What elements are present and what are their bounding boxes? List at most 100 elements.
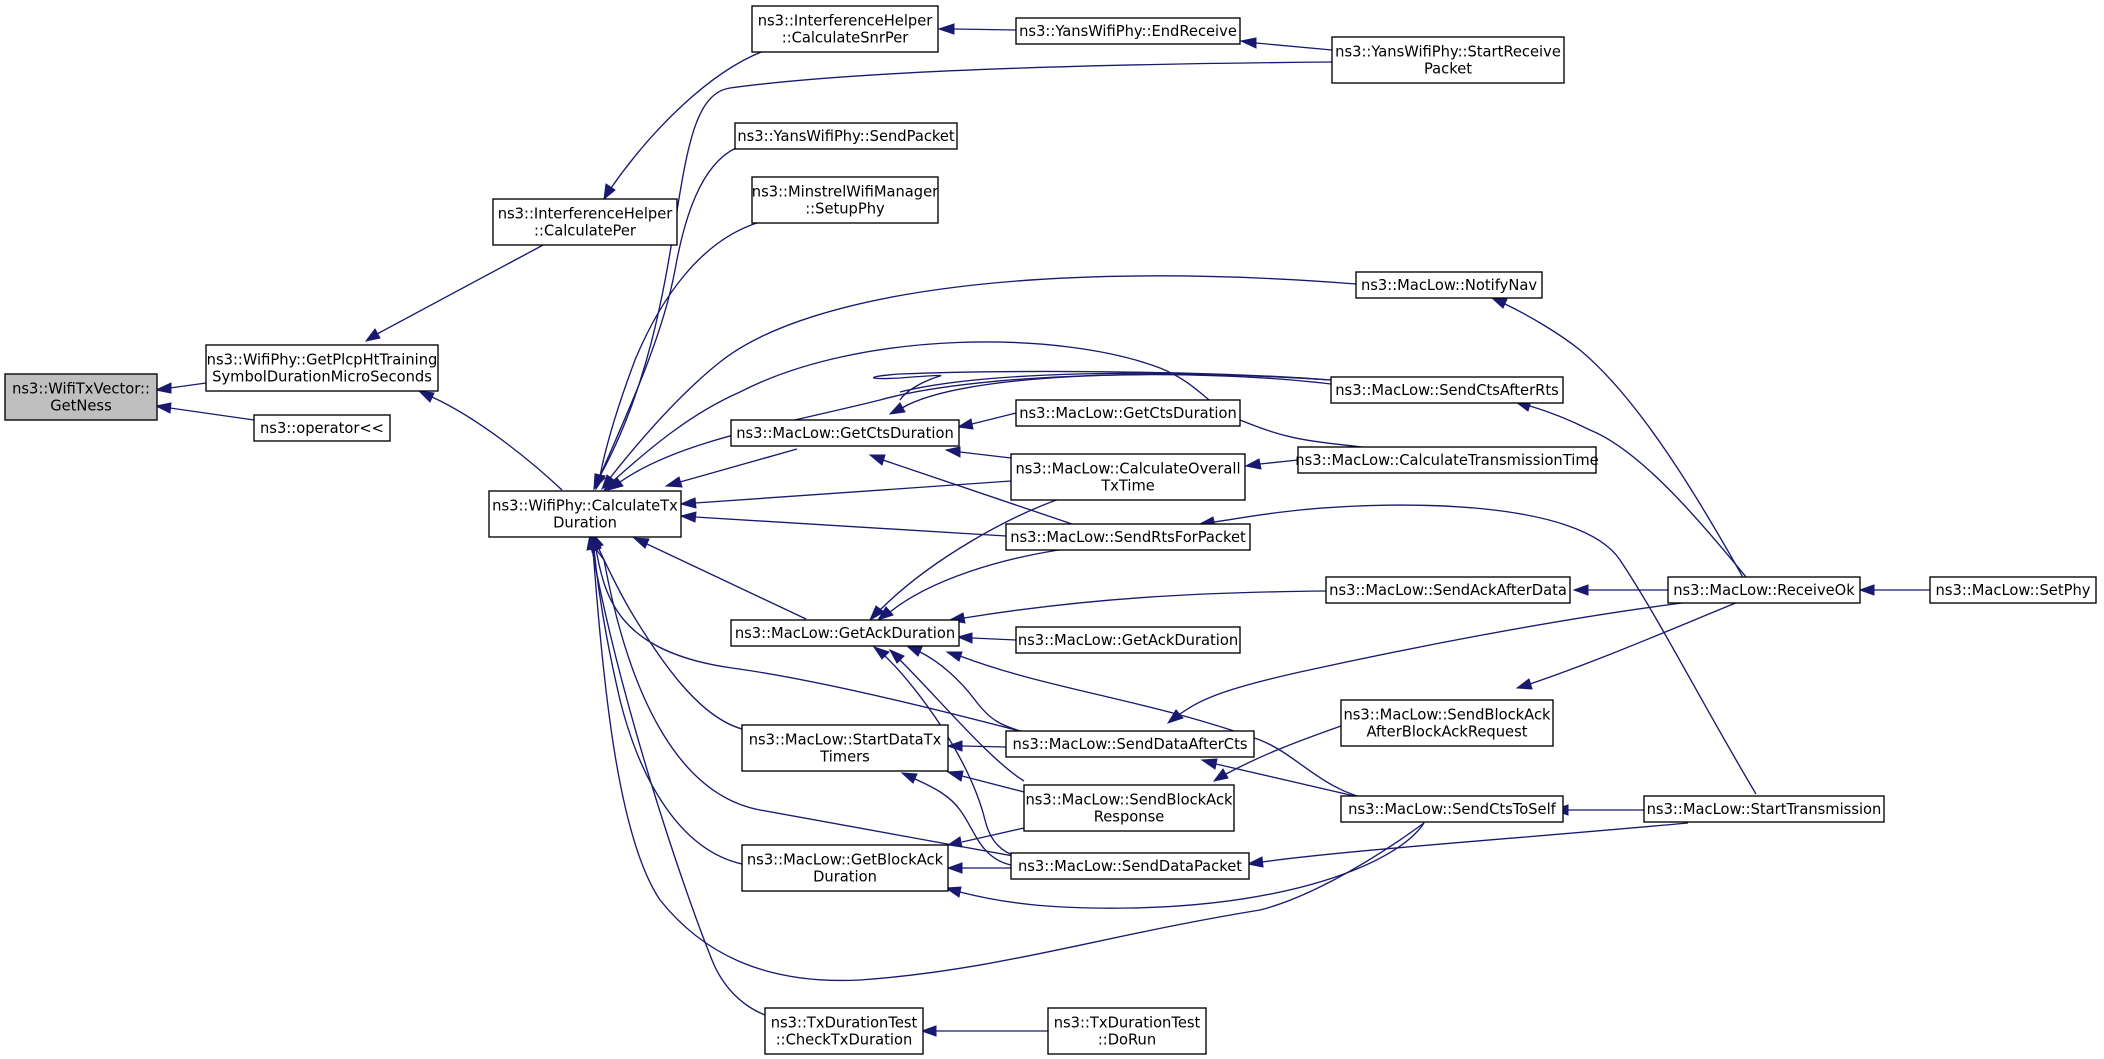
node-n15[interactable]: ns3::MacLow::CalculateTransmissionTime bbox=[1295, 446, 1599, 474]
node-n8[interactable]: ns3::YansWifiPhy::SendPacket bbox=[734, 122, 958, 150]
edge-n2-n0 bbox=[169, 407, 255, 421]
node-box-n31[interactable] bbox=[1047, 1007, 1207, 1055]
arrowhead-n26-n28 bbox=[944, 886, 962, 898]
node-box-n16[interactable] bbox=[1005, 523, 1251, 551]
edge-n24-n4 bbox=[595, 548, 1032, 735]
node-n21[interactable]: ns3::MacLow::GetAckDuration bbox=[1015, 626, 1241, 654]
node-label-n30-line1: ::CheckTxDuration bbox=[776, 1032, 913, 1049]
node-box-n17[interactable] bbox=[1325, 576, 1571, 604]
node-box-n24[interactable] bbox=[1005, 730, 1255, 758]
arrowhead-n10-n18 bbox=[1490, 297, 1508, 309]
arrowhead-n29-n20 bbox=[872, 646, 890, 660]
edge-n10-n18 bbox=[1504, 303, 1751, 591]
arrowhead-n16-n12 bbox=[868, 454, 886, 466]
arrowhead-n25-n23 bbox=[946, 770, 964, 782]
edge-n29-n27 bbox=[1261, 822, 1689, 863]
node-box-n25[interactable] bbox=[1023, 784, 1235, 832]
node-n22[interactable]: ns3::MacLow::SendBlockAckAfterBlockAckRe… bbox=[1340, 699, 1554, 747]
node-n19[interactable]: ns3::MacLow::SetPhy bbox=[1929, 576, 2097, 604]
node-n13[interactable]: ns3::MacLow::GetCtsDuration bbox=[1015, 399, 1241, 427]
edge-n11-n18 bbox=[1529, 405, 1756, 589]
node-n10[interactable]: ns3::MacLow::NotifyNav bbox=[1355, 271, 1543, 299]
node-box-n19[interactable] bbox=[1929, 576, 2097, 604]
node-n17[interactable]: ns3::MacLow::SendAckAfterData bbox=[1325, 576, 1571, 604]
node-n31[interactable]: ns3::TxDurationTest::DoRun bbox=[1047, 1007, 1207, 1055]
node-n27[interactable]: ns3::MacLow::StartTransmission bbox=[1643, 795, 1885, 823]
node-box-n0[interactable] bbox=[4, 373, 158, 421]
node-box-n29[interactable] bbox=[1010, 852, 1250, 880]
node-n6[interactable]: ns3::YansWifiPhy::EndReceive bbox=[1015, 17, 1241, 45]
node-box-n8[interactable] bbox=[734, 122, 958, 150]
node-n0[interactable]: ns3::WifiTxVector::GetNess bbox=[4, 373, 158, 421]
node-box-n15[interactable] bbox=[1297, 446, 1597, 474]
node-box-n21[interactable] bbox=[1015, 626, 1241, 654]
node-box-n6[interactable] bbox=[1015, 17, 1241, 45]
node-n3[interactable]: ns3::InterferenceHelper::CalculatePer bbox=[492, 198, 678, 246]
arrowhead-n5-n3 bbox=[603, 183, 616, 201]
node-label-n31-line1: ::DoRun bbox=[1098, 1032, 1156, 1049]
node-label-n14-line1: TxTime bbox=[1100, 478, 1155, 495]
node-n9[interactable]: ns3::MinstrelWifiManager::SetupPhy bbox=[751, 176, 939, 224]
edge-n21-n20 bbox=[971, 637, 1017, 641]
node-box-n9[interactable] bbox=[751, 176, 939, 224]
node-box-n2[interactable] bbox=[253, 414, 391, 442]
node-box-n22[interactable] bbox=[1340, 699, 1554, 747]
node-box-n30[interactable] bbox=[764, 1007, 924, 1055]
node-n16[interactable]: ns3::MacLow::SendRtsForPacket bbox=[1005, 523, 1251, 551]
node-n1[interactable]: ns3::WifiPhy::GetPlcpHtTrainingSymbolDur… bbox=[205, 344, 439, 392]
node-n30[interactable]: ns3::TxDurationTest::CheckTxDuration bbox=[764, 1007, 924, 1055]
node-box-n11[interactable] bbox=[1330, 376, 1564, 404]
node-n20[interactable]: ns3::MacLow::GetAckDuration bbox=[730, 619, 960, 647]
node-box-n27[interactable] bbox=[1643, 795, 1885, 823]
node-n5[interactable]: ns3::InterferenceHelper::CalculateSnrPer bbox=[751, 5, 939, 53]
node-label-n20-line0: ns3::MacLow::GetAckDuration bbox=[735, 625, 955, 642]
node-n18[interactable]: ns3::MacLow::ReceiveOk bbox=[1667, 576, 1861, 604]
edge-n24-n20 bbox=[919, 651, 1032, 735]
node-box-n10[interactable] bbox=[1355, 271, 1543, 299]
arrowhead-n15-n4 bbox=[602, 476, 618, 493]
edge-n26-n24 bbox=[1215, 763, 1377, 802]
arrowhead-n16-n20 bbox=[876, 606, 894, 621]
node-box-n20[interactable] bbox=[730, 619, 960, 647]
node-box-n26[interactable] bbox=[1340, 795, 1564, 823]
edge-n20-n4 bbox=[646, 543, 807, 620]
node-box-n3[interactable] bbox=[492, 198, 678, 246]
arrowhead-n29-n28 bbox=[946, 862, 963, 874]
arrowhead-n24-n20 bbox=[905, 645, 923, 657]
node-n11[interactable]: ns3::MacLow::SendCtsAfterRts bbox=[1330, 376, 1564, 404]
node-box-n12[interactable] bbox=[730, 419, 960, 447]
node-label-n31-line0: ns3::TxDurationTest bbox=[1054, 1015, 1201, 1032]
node-label-n10-line0: ns3::MacLow::NotifyNav bbox=[1361, 277, 1537, 294]
edge-n8-n4 bbox=[599, 147, 737, 477]
node-box-n7[interactable] bbox=[1331, 36, 1565, 84]
node-box-n14[interactable] bbox=[1010, 453, 1246, 501]
arrowhead-n12-n4 bbox=[664, 476, 683, 488]
node-n29[interactable]: ns3::MacLow::SendDataPacket bbox=[1010, 852, 1250, 880]
node-label-n13-line0: ns3::MacLow::GetCtsDuration bbox=[1019, 405, 1237, 422]
edge-n5-n3 bbox=[610, 47, 773, 189]
arrowhead-n3-n1 bbox=[364, 328, 381, 342]
node-box-n4[interactable] bbox=[488, 490, 682, 538]
node-n12[interactable]: ns3::MacLow::GetCtsDuration bbox=[730, 419, 960, 447]
node-box-n23[interactable] bbox=[741, 724, 949, 772]
node-box-n18[interactable] bbox=[1667, 576, 1861, 604]
node-box-n5[interactable] bbox=[751, 5, 939, 53]
arrowhead-n13-n12 bbox=[956, 418, 974, 430]
node-box-n13[interactable] bbox=[1015, 399, 1241, 427]
edge-n23-n4 bbox=[597, 546, 747, 731]
node-n24[interactable]: ns3::MacLow::SendDataAfterCts bbox=[1005, 730, 1255, 758]
node-box-n28[interactable] bbox=[741, 844, 949, 892]
node-label-n22-line0: ns3::MacLow::SendBlockAck bbox=[1343, 707, 1551, 724]
arrowhead-n11-n12 bbox=[888, 402, 906, 415]
node-label-n18-line0: ns3::MacLow::ReceiveOk bbox=[1673, 582, 1855, 599]
node-n26[interactable]: ns3::MacLow::SendCtsToSelf bbox=[1340, 795, 1564, 823]
node-n2[interactable]: ns3::operator<< bbox=[253, 414, 391, 442]
edge-n16-n4 bbox=[694, 516, 1007, 537]
node-box-n1[interactable] bbox=[205, 344, 439, 392]
